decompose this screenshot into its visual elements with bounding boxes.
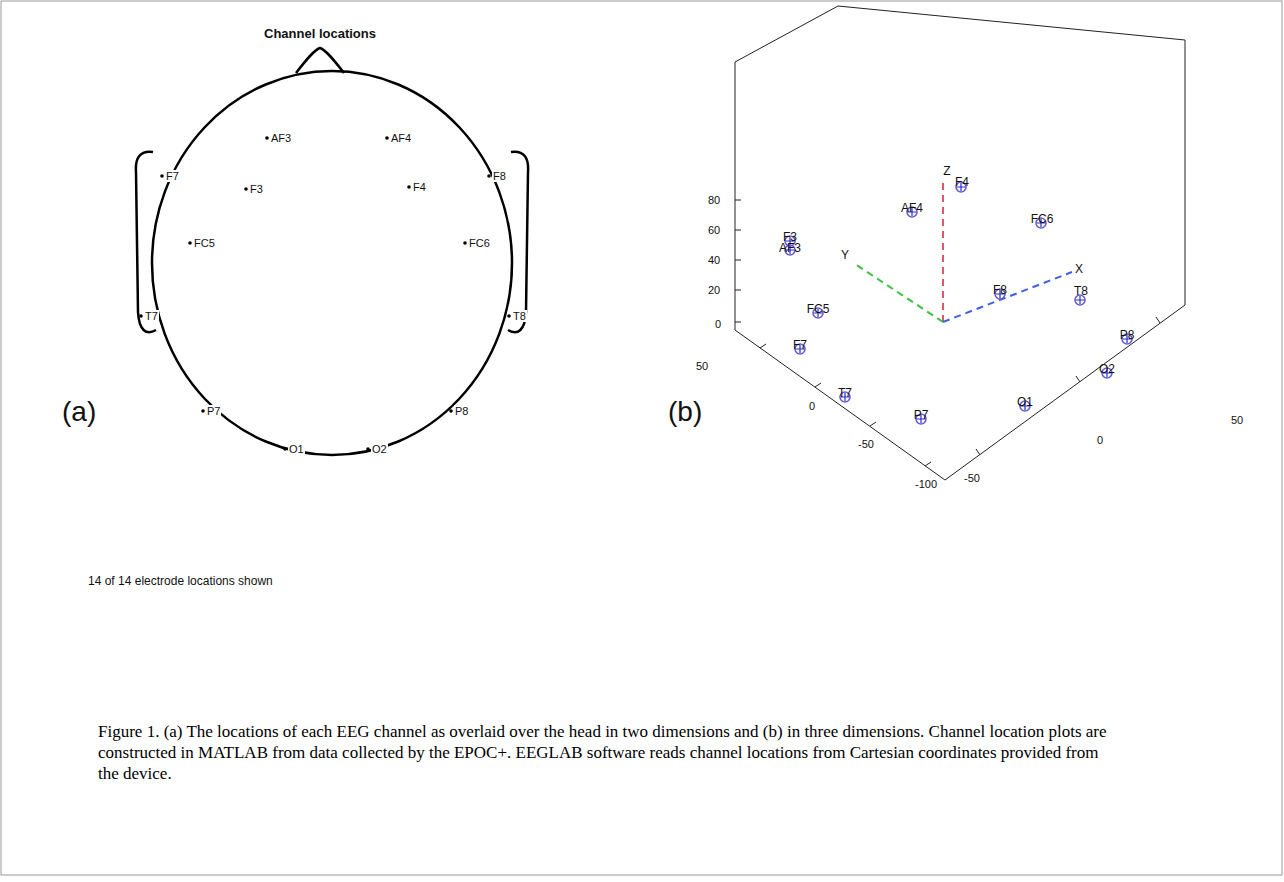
tick-label: 80 xyxy=(708,194,720,206)
electrode-label: AF3 xyxy=(270,132,292,144)
z-axis xyxy=(942,178,944,322)
tick-label: -50 xyxy=(964,472,980,484)
box-edge xyxy=(838,6,1185,40)
electrode-dot xyxy=(507,314,511,318)
electrode-label: F3 xyxy=(249,183,264,195)
status-note: 14 of 14 electrode locations shown xyxy=(88,575,273,588)
panel-letter: (a) xyxy=(62,397,96,428)
electrode-label: O1 xyxy=(288,443,305,455)
box-edge xyxy=(945,305,1185,480)
axis-label: Z xyxy=(943,165,950,178)
tick-label: -100 xyxy=(915,478,937,490)
electrode-dot xyxy=(487,174,491,178)
axes-box xyxy=(735,6,1185,480)
axis-label: Y xyxy=(841,249,849,262)
electrode-dot xyxy=(283,447,287,451)
electrode-dot xyxy=(160,174,164,178)
electrode-dot xyxy=(366,447,370,451)
electrode-dot xyxy=(449,409,453,413)
electrode-label: FC6 xyxy=(468,237,491,249)
electrode-dot xyxy=(139,314,143,318)
electrode-label: T8 xyxy=(512,310,527,322)
tick-label: -50 xyxy=(858,438,874,450)
electrode-label: FC6 xyxy=(1031,213,1054,226)
electrode-label: P7 xyxy=(206,405,221,417)
electrode-dot xyxy=(244,187,248,191)
tick-label: 0 xyxy=(715,318,721,330)
electrode-label: O2 xyxy=(371,443,388,455)
electrode-label: F7 xyxy=(793,339,807,352)
electrode-label: O1 xyxy=(1017,396,1033,409)
y-axis xyxy=(855,264,943,322)
tick-label: 50 xyxy=(696,360,708,372)
figure-caption: Figure 1. (a) The locations of each EEG … xyxy=(98,721,1118,784)
electrode-label: AF3 xyxy=(779,242,801,255)
electrode-dot xyxy=(407,185,411,189)
box-edge xyxy=(1185,40,1186,305)
electrode-label: AF4 xyxy=(901,202,923,215)
plot-title: Channel locations xyxy=(264,26,376,41)
electrode-label: F8 xyxy=(492,170,507,182)
tick-label: 50 xyxy=(1231,414,1243,426)
panel-letter: (b) xyxy=(668,397,702,428)
electrode-label: AF4 xyxy=(390,132,412,144)
electrode-label: P8 xyxy=(454,405,469,417)
tick-marks xyxy=(735,200,1160,466)
box-edge xyxy=(735,330,945,480)
electrode-label: F7 xyxy=(165,170,180,182)
electrode-label: T8 xyxy=(1074,285,1088,298)
electrode-label: T7 xyxy=(838,387,852,400)
axis-label: X xyxy=(1075,263,1083,276)
head-outline xyxy=(152,71,512,455)
electrode-label: FC5 xyxy=(193,237,216,249)
tick-label: 60 xyxy=(708,224,720,236)
electrode-label: P7 xyxy=(914,409,929,422)
electrode-dot xyxy=(188,241,192,245)
electrode-label: O2 xyxy=(1099,363,1115,376)
tick-label: 20 xyxy=(708,284,720,296)
tick-label: 40 xyxy=(708,254,720,266)
tick-label: 0 xyxy=(809,400,815,412)
electrode-dot xyxy=(385,136,389,140)
head-nose xyxy=(296,48,344,73)
box-edge xyxy=(735,6,838,62)
electrode-dot xyxy=(265,136,269,140)
x-axis xyxy=(943,272,1072,322)
electrode-label: F8 xyxy=(993,284,1007,297)
electrode-label: P8 xyxy=(1120,329,1135,342)
electrode-label: T7 xyxy=(144,310,159,322)
electrode-label: F4 xyxy=(955,176,969,189)
electrode-label: FC5 xyxy=(807,303,830,316)
electrode-dot xyxy=(201,409,205,413)
electrode-dot xyxy=(463,241,467,245)
tick-label: 0 xyxy=(1097,434,1103,446)
electrode-label: F4 xyxy=(412,181,427,193)
